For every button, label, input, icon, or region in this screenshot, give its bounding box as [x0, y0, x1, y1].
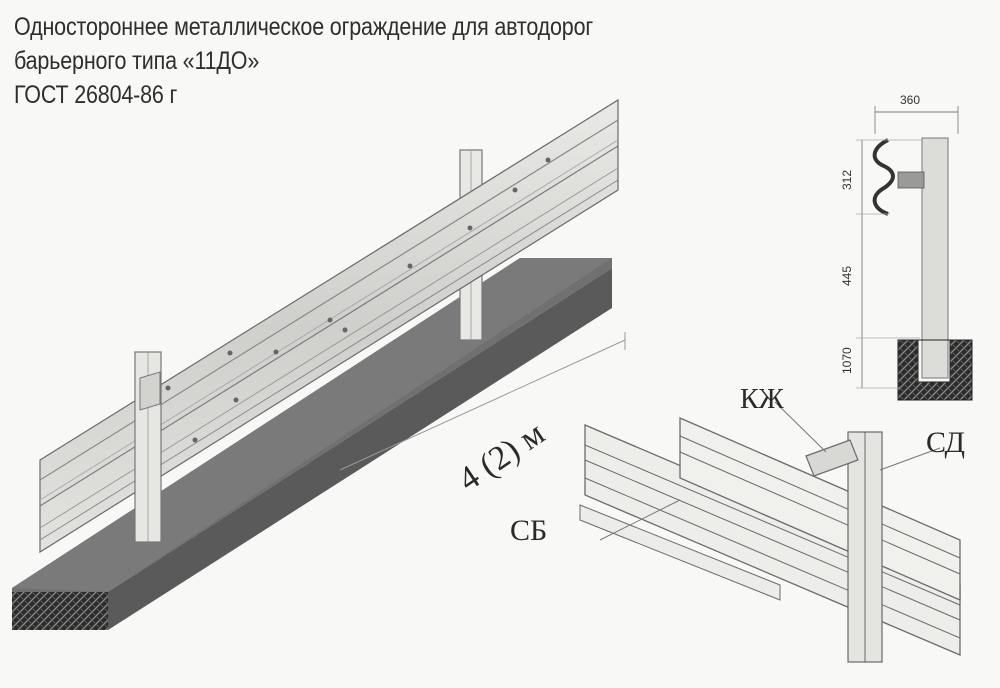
main-isometric-view: 4 (2) м	[12, 98, 626, 630]
dim-1070: 1070	[840, 347, 854, 374]
diagram-title: Одностороннее металлическое ограждение д…	[14, 10, 593, 112]
joint-detail-view	[579, 401, 961, 663]
label-sb: СБ	[510, 514, 547, 547]
label-sd: СД	[926, 426, 965, 459]
dim-312: 312	[840, 170, 854, 190]
spacer-block	[805, 439, 859, 477]
title-line-1: Одностороннее металлическое ограждение д…	[14, 13, 594, 41]
section-foundation	[897, 339, 973, 401]
w-profile	[872, 138, 895, 216]
dim-445: 445	[840, 266, 854, 286]
dim-width: 360	[900, 93, 920, 107]
length-label: 4 (2) м	[452, 415, 552, 499]
ground-strip-top	[12, 258, 612, 592]
label-kzh: КЖ	[740, 384, 785, 415]
section-post	[921, 137, 949, 379]
cross-section-view: 360 312 445 1070	[840, 93, 973, 401]
title-line-3: ГОСТ 26804-86 г	[14, 81, 178, 109]
length-dimension-line	[339, 339, 626, 471]
ground-section-hatch	[12, 592, 108, 630]
ground-strip-side	[108, 268, 612, 630]
title-line-2: барьерного типа «11ДО»	[14, 47, 260, 75]
